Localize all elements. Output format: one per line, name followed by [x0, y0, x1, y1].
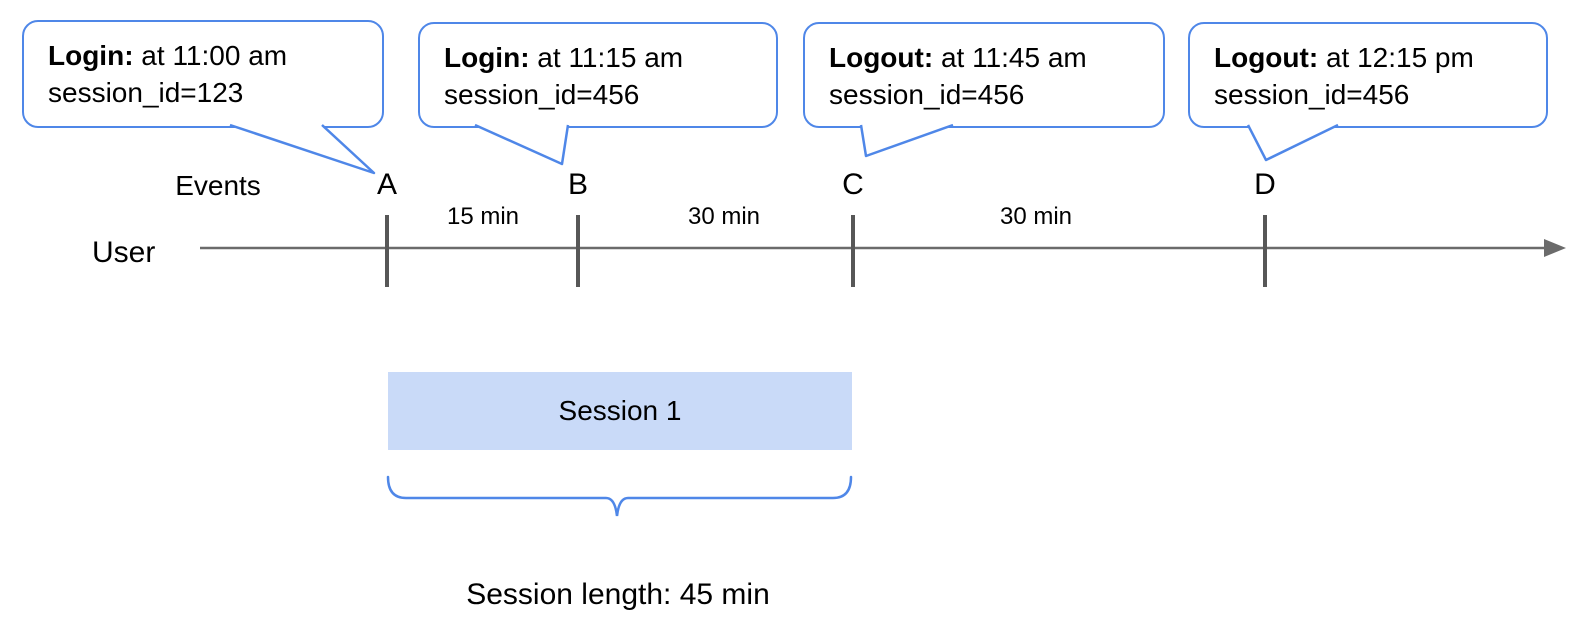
event-type-label: Login: — [48, 40, 134, 71]
callout-line1: Logout: at 12:15 pm — [1214, 39, 1546, 76]
callout-line1: Logout: at 11:45 am — [829, 39, 1163, 76]
callout-logout-c: Logout: at 11:45 am session_id=456 — [803, 22, 1165, 128]
callout-login-a: Login: at 11:00 am session_id=123 — [22, 20, 384, 128]
event-marker-c: C — [842, 168, 864, 201]
event-marker-a: A — [376, 168, 398, 201]
callout-logout-d: Logout: at 12:15 pm session_id=456 — [1188, 22, 1548, 128]
events-label: Events — [175, 170, 261, 201]
interval-b-c: 30 min — [687, 203, 761, 230]
event-time-text: at 11:15 am — [529, 42, 684, 73]
event-marker-b: B — [567, 168, 589, 201]
session-1-box: Session 1 — [388, 372, 852, 450]
event-time-text: at 11:00 am — [133, 40, 288, 71]
session-length-brace-icon — [386, 475, 853, 517]
callout-tail-c-icon — [859, 123, 954, 158]
event-type-label: Logout: — [829, 42, 934, 73]
event-type-label: Logout: — [1214, 42, 1319, 73]
callout-line2: session_id=456 — [1214, 79, 1410, 110]
callout-tail-d-icon — [1246, 123, 1339, 162]
session-length-label: Session length: 45 min — [466, 578, 770, 611]
event-marker-d: D — [1254, 168, 1276, 201]
callout-line2: session_id=456 — [444, 79, 640, 110]
interval-c-d: 30 min — [999, 203, 1073, 230]
timeline-arrowhead-icon — [1544, 239, 1566, 257]
callout-tail-a-icon — [229, 123, 376, 175]
event-time-text: at 11:45 am — [933, 42, 1087, 73]
callout-tail-b-icon — [474, 123, 570, 166]
callout-line1: Login: at 11:15 am — [444, 39, 776, 76]
callout-line1: Login: at 11:00 am — [48, 37, 382, 74]
callout-login-b: Login: at 11:15 am session_id=456 — [418, 22, 778, 128]
event-type-label: Login: — [444, 42, 530, 73]
interval-a-b: 15 min — [446, 203, 520, 230]
session-1-label: Session 1 — [558, 395, 682, 426]
callout-line2: session_id=456 — [829, 79, 1025, 110]
callout-line2: session_id=123 — [48, 77, 244, 108]
user-label: User — [92, 236, 156, 269]
event-time-text: at 12:15 pm — [1318, 42, 1474, 73]
